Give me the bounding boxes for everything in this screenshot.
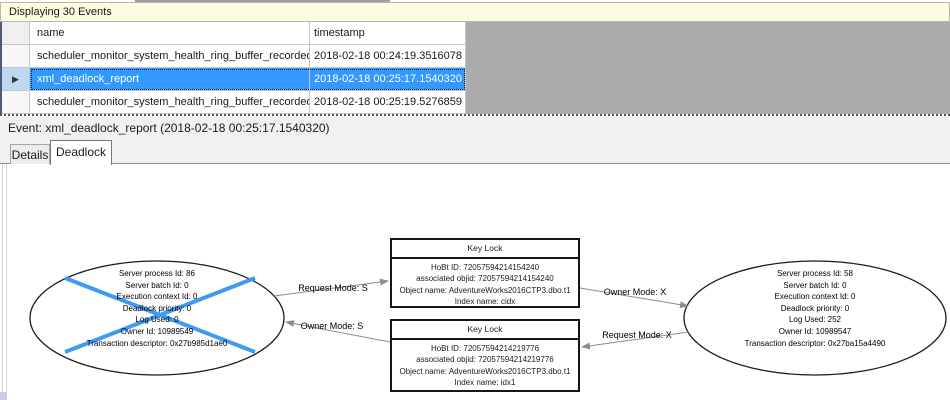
cell-name: scheduler_monitor_system_health_ring_buf… [30,45,310,68]
process-detail-line: Log Used: 0 [135,315,179,325]
survivor-process-details: Server process Id: 58 Server batch Id: 0… [695,268,935,349]
lock-details: HoBt ID: 72057594214219776 associated ob… [392,340,578,389]
process-detail-line: Owner Id: 10989547 [778,326,852,336]
scrollbar-corner [0,392,7,400]
process-detail-line: Execution context Id: 0 [774,292,856,302]
cell-name: xml_deadlock_report [30,68,310,91]
column-header-timestamp[interactable]: timestamp [310,22,466,45]
process-detail-line: Deadlock priority: 0 [122,303,192,313]
process-detail-line: Transaction descriptor: 0x27b985d1ae0 [86,338,228,348]
row-selector-cell[interactable] [2,45,30,68]
process-detail-line: Server batch Id: 0 [125,280,189,290]
grid-left-edge [0,22,2,114]
column-header-timestamp-label: timestamp [314,27,365,39]
lock-detail-line: Object name: AdventureWorks2016CTP3.dbo.… [399,366,571,376]
cell-timestamp: 2018-02-18 00:24:19.3516078 [310,45,466,68]
lock-detail-line: HoBt ID: 72057594214219776 [430,344,540,353]
tab-details-label: Details [11,148,49,162]
process-detail-line: Owner Id: 10989549 [120,326,194,336]
info-bar-text: Displaying 30 Events [9,6,112,18]
cell-name: scheduler_monitor_system_health_ring_buf… [30,91,310,114]
victim-process-details: Server process Id: 86 Server batch Id: 0… [37,268,277,349]
column-header-name-label: name [37,27,65,39]
info-bar: Displaying 30 Events [0,2,950,22]
event-summary-text: Event: xml_deadlock_report (2018-02-18 0… [8,121,330,135]
process-detail-line: Server process Id: 58 [776,269,854,278]
process-detail-line: Log Used: 252 [788,315,842,325]
lock-detail-line: associated objid: 72057594214219776 [416,355,554,365]
row-selector-header [2,22,30,45]
process-detail-line: Deadlock priority: 0 [780,303,850,313]
cell-timestamp: 2018-02-18 00:25:19.5276859 [310,91,466,114]
events-grid: name timestamp scheduler_monitor_system_… [0,22,950,114]
key-lock-node-bottom: Key Lock HoBt ID: 72057594214219776 asso… [390,319,580,392]
lock-detail-line: associated objid: 72057594214154240 [416,274,554,284]
tab-deadlock-label: Deadlock [55,145,107,159]
lock-detail-line: Index name: cidx [454,297,516,307]
lock-detail-line: HoBt ID: 72057594214154240 [430,263,540,272]
lock-title: Key Lock [392,321,578,340]
row-selector-cell[interactable]: ▶ [2,68,30,91]
current-row-marker-icon: ▶ [12,74,19,84]
cell-timestamp: 2018-02-18 00:25:17.1540320 [310,68,466,91]
process-detail-line: Transaction descriptor: 0x27ba15a4490 [744,338,886,348]
lock-detail-line: Index name: idx1 [454,378,516,388]
process-detail-line: Server process Id: 86 [118,269,196,278]
process-detail-line: Server batch Id: 0 [783,280,847,290]
lock-detail-line: Object name: AdventureWorks2016CTP3.dbo.… [399,285,571,295]
panel-border-line [2,164,3,400]
tab-details[interactable]: Details [10,144,50,164]
lock-details: HoBt ID: 72057594214154240 associated ob… [392,259,578,308]
toolbar-edge-artifact [135,0,390,2]
grid-splitter[interactable] [0,114,950,116]
column-header-name[interactable]: name [30,22,310,45]
lock-title: Key Lock [392,240,578,259]
panel-border-line [6,164,7,400]
key-lock-node-top: Key Lock HoBt ID: 72057594214154240 asso… [390,238,580,308]
tab-strip: Details Deadlock [0,140,950,165]
event-summary-bar: Event: xml_deadlock_report (2018-02-18 0… [0,116,950,140]
tab-deadlock[interactable]: Deadlock [50,140,112,165]
process-detail-line: Execution context Id: 0 [116,292,198,302]
row-selector-cell[interactable] [2,91,30,114]
